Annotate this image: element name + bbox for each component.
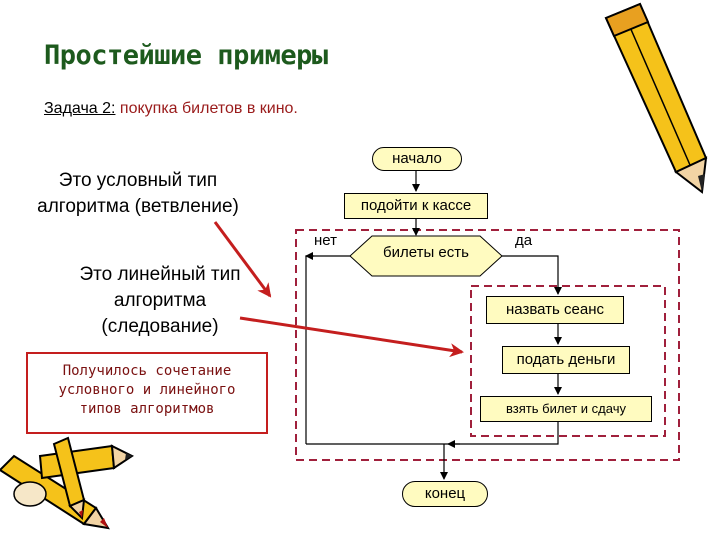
condition-node: билеты есть xyxy=(350,236,502,276)
branch-no-line xyxy=(305,255,350,444)
merge-line xyxy=(306,422,559,445)
start-node: начало xyxy=(372,147,462,171)
note-branching-line-2: алгоритма (ветвление) xyxy=(37,196,239,217)
page-title: Простейшие примеры xyxy=(44,40,328,71)
take-ticket-node: взять билет и сдачу xyxy=(480,396,652,422)
note-branching-line-1: Это условный тип xyxy=(58,170,218,191)
task-line: Задача 2: покупка билетов в кино. xyxy=(44,100,298,118)
note-linear-line-2: алгоритма xyxy=(113,290,207,311)
pointer-arrow-branching xyxy=(213,221,272,298)
branch-frame xyxy=(295,229,680,461)
branch-yes-line xyxy=(502,255,562,295)
go-to-cashier-node: подойти к кассе xyxy=(344,193,488,219)
result-note-box: Получилось сочетание условного и линейно… xyxy=(26,352,268,434)
note-branching: Это условный тип алгоритма (ветвление) xyxy=(8,168,268,220)
pointer-arrow-linear xyxy=(239,316,464,358)
result-line-2: условного и линейного xyxy=(58,382,236,398)
note-linear-line-3: (следование) xyxy=(101,316,219,337)
linear-frame xyxy=(470,285,666,437)
task-text: покупка билетов в кино. xyxy=(115,100,298,117)
result-line-1: Получилось сочетание xyxy=(62,363,232,379)
pencils-icon xyxy=(0,436,134,530)
condition-label: билеты есть xyxy=(383,244,469,261)
result-line-3: типов алгоритмов xyxy=(79,401,215,417)
note-linear: Это линейный тип алгоритма (следование) xyxy=(40,262,280,340)
branch-yes-label: да xyxy=(515,232,533,249)
name-session-node: назвать сеанс xyxy=(486,296,624,324)
condition-shape xyxy=(349,235,503,277)
task-label: Задача 2: xyxy=(44,100,116,117)
pay-money-node: подать деньги xyxy=(502,346,630,374)
end-node: конец xyxy=(402,481,488,507)
pencil-icon xyxy=(604,2,708,194)
note-linear-line-1: Это линейный тип xyxy=(79,264,241,285)
branch-no-label: нет xyxy=(314,232,337,249)
